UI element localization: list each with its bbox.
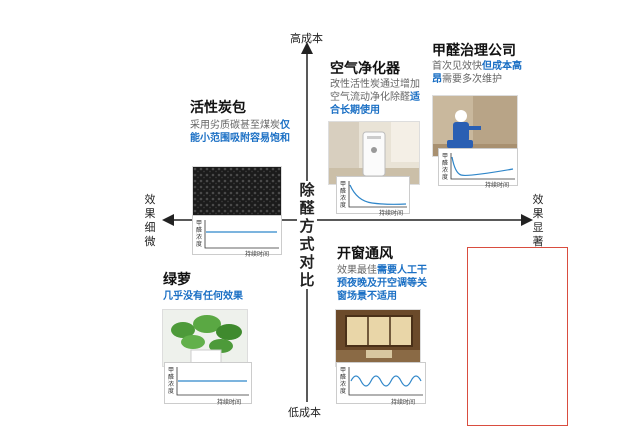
air-purifier-desc: 改性活性炭通过增加空气流动净化除醛适合长期使用 [330, 79, 420, 116]
plants-title: 绿萝 [163, 272, 191, 288]
air-purifier-photo [328, 121, 420, 185]
center-title: 除醛方式对比 [297, 181, 317, 289]
ventilation-title: 开窗通风 [337, 246, 393, 262]
company-desc: 首次见效快但成本高昂需要多次维护 [432, 61, 522, 85]
company-mini-chart: 甲醛浓度 持续时间 [438, 148, 518, 189]
axis-top-label: 高成本 [290, 32, 323, 45]
ventilation-mini-chart: 甲醛浓度 持续时间 [336, 362, 426, 406]
company-title: 甲醛治理公司 [432, 43, 516, 59]
carbon-title: 活性炭包 [190, 100, 246, 116]
plants-desc: 几乎没有任何效果 [163, 291, 243, 302]
axis-bottom-label: 低成本 [288, 406, 321, 419]
carbon-mini-chart: 甲醛浓度 持续时间 [192, 215, 282, 258]
plants-photo [162, 309, 248, 367]
plants-mini-chart: 甲醛浓度 持续时间 [164, 362, 252, 406]
air-purifier-mini-chart: 甲醛浓度 持续时间 [336, 176, 410, 217]
carbon-desc: 采用劣质碳甚至煤炭仅能小范围吸附容易饱和 [190, 120, 290, 144]
ventilation-photo [335, 309, 421, 367]
axis-left-label: 效果细微 [144, 193, 156, 248]
empty-red-box [467, 247, 568, 426]
ventilation-desc: 效果最佳需要人工干预夜晚及开空调等关窗场景不适用 [337, 265, 427, 302]
air-purifier-title: 空气净化器 [330, 61, 400, 77]
carbon-photo [192, 166, 282, 221]
axis-right-label: 效果显著 [532, 193, 544, 248]
